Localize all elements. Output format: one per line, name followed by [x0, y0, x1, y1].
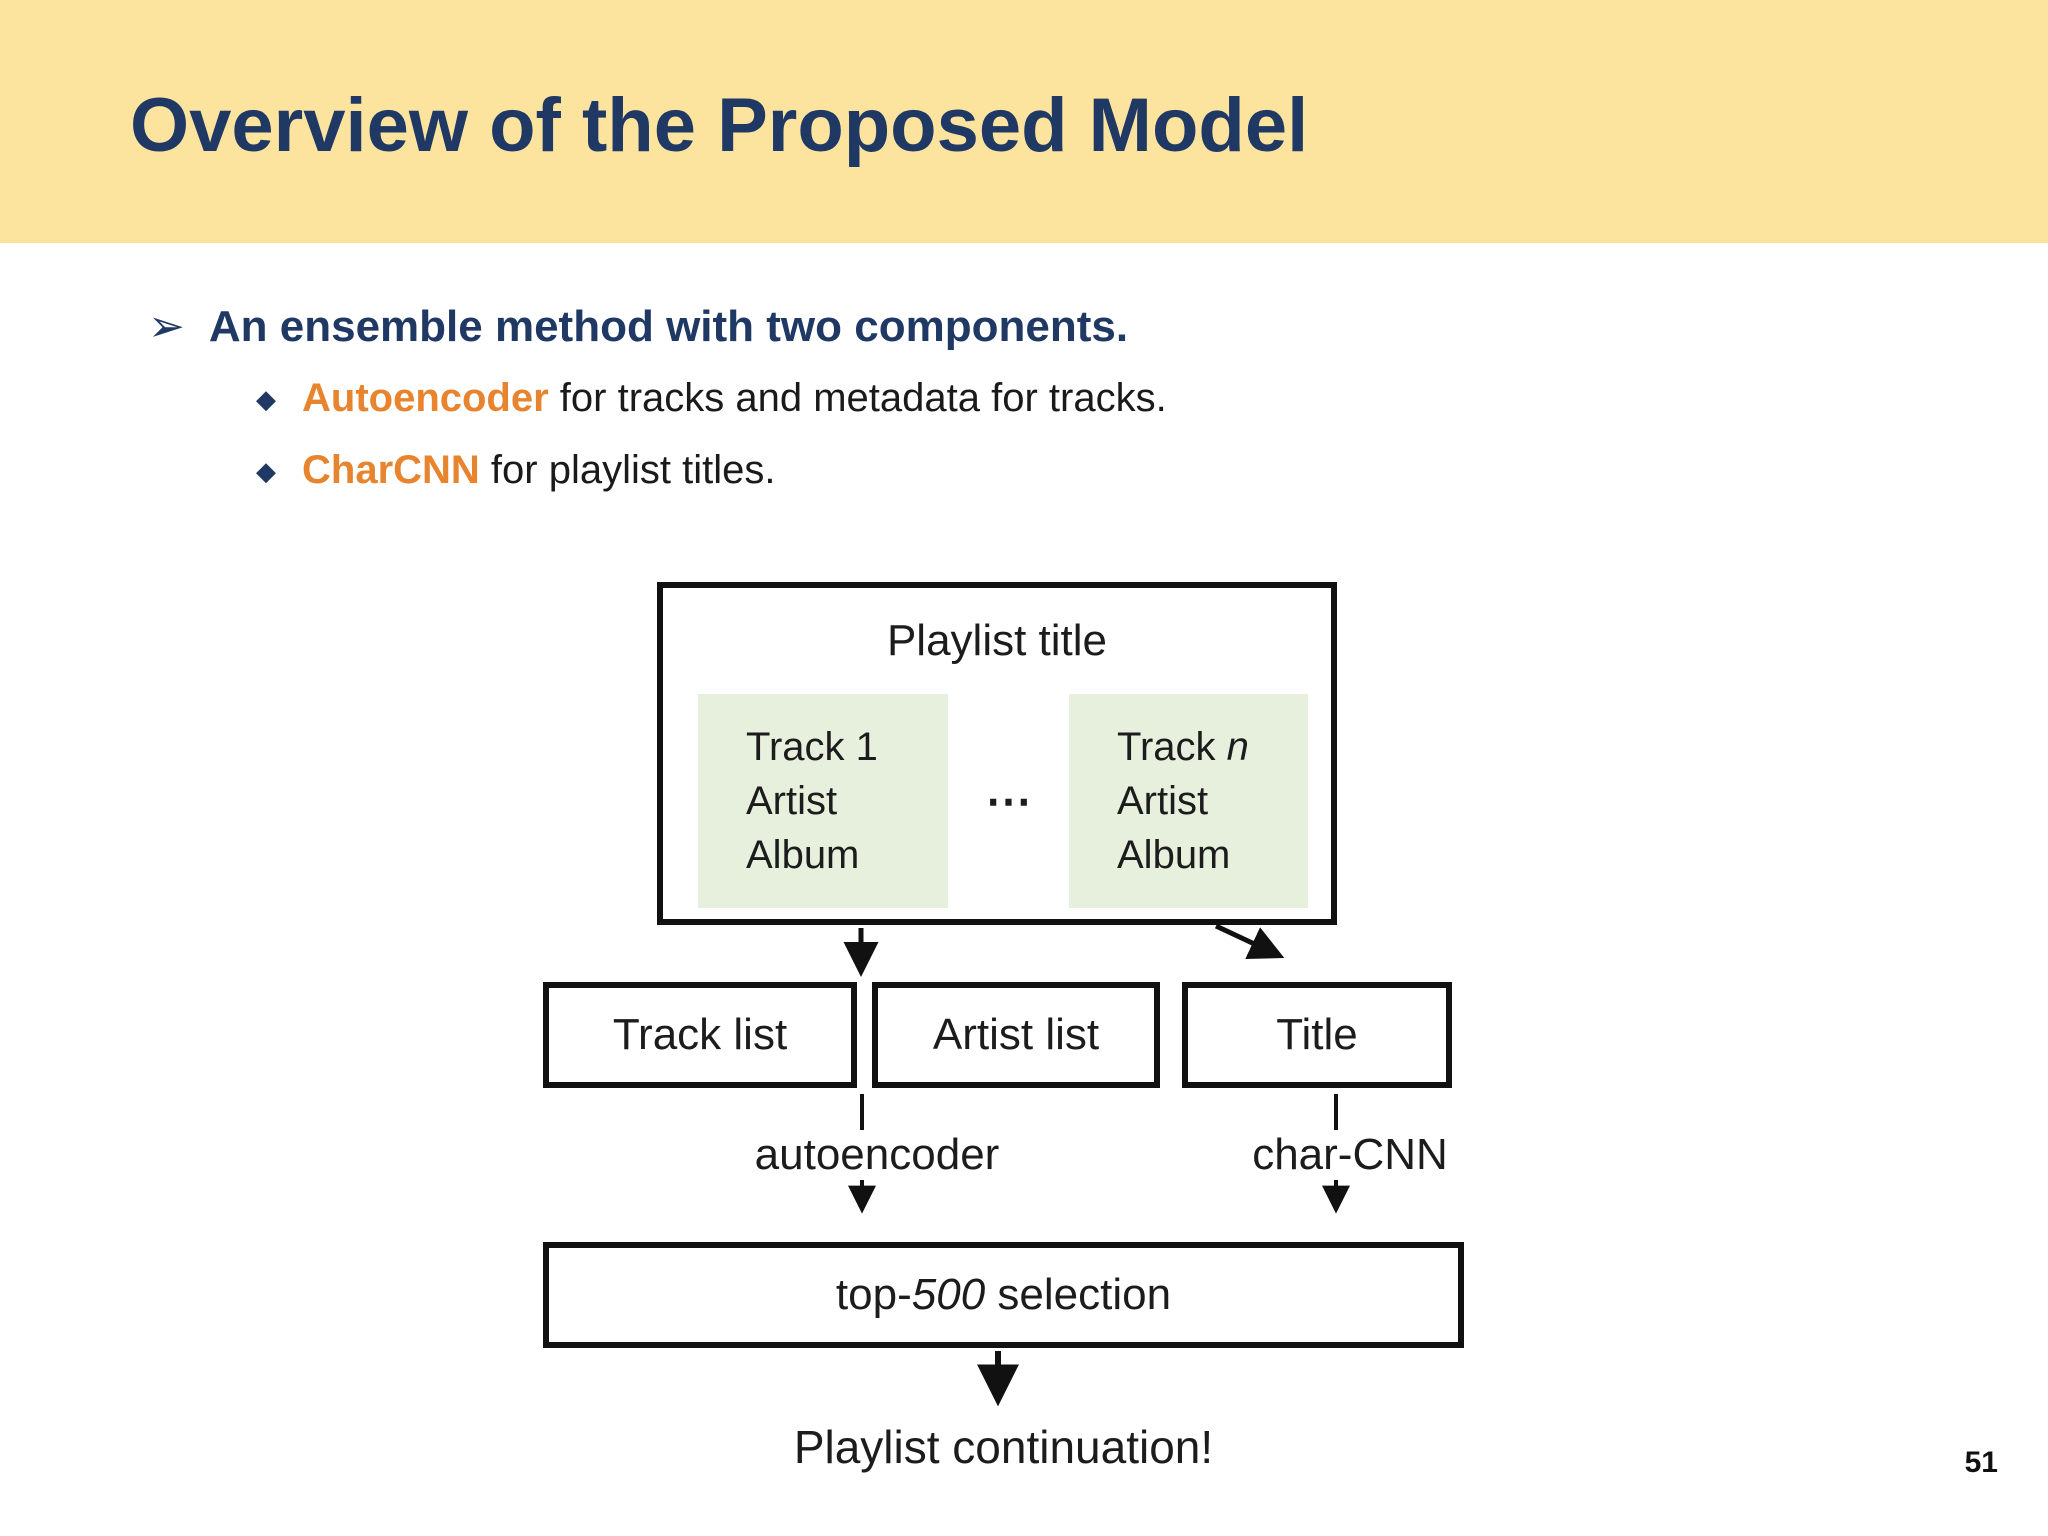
- track-line: Album: [746, 833, 860, 877]
- sub-bullet-rest: for tracks and metadata for tracks.: [548, 376, 1167, 420]
- track-line: Album: [1117, 833, 1231, 877]
- sub-bullet-text: Autoencoder for tracks and metadata for …: [302, 376, 1167, 421]
- track-list-label: Track list: [612, 1010, 788, 1059]
- page-title: Overview of the Proposed Model: [130, 83, 1309, 168]
- highlight-term: Autoencoder: [302, 376, 549, 420]
- char-cnn-label: char-CNN: [1242, 1130, 1458, 1180]
- page-number: 51: [1964, 1446, 1998, 1479]
- track-list-box: Track list: [543, 982, 857, 1088]
- main-bullet: ➢ An ensemble method with two components…: [148, 302, 1128, 352]
- track-line: Track n: [1117, 725, 1249, 769]
- highlight-term: CharCNN: [302, 448, 480, 492]
- track-line: Artist: [1117, 779, 1209, 823]
- track-first-card: Track 1 Artist Album: [698, 694, 948, 908]
- diamond-bullet-icon: ◆: [256, 455, 276, 486]
- playlist-continuation-label: Playlist continuation!: [793, 1421, 1214, 1473]
- playlist-box: Playlist title Track 1 Artist Album ⋯ Tr…: [657, 582, 1337, 925]
- ellipsis: ⋯: [985, 775, 1032, 827]
- title-box: Title: [1182, 982, 1452, 1088]
- top500-label: top-500 selection: [835, 1270, 1172, 1319]
- track-line: Track 1: [746, 725, 878, 769]
- sub-bullet-text: CharCNN for playlist titles.: [302, 448, 775, 493]
- artist-list-box: Artist list: [872, 982, 1160, 1088]
- sub-bullet-autoencoder: ◆ Autoencoder for tracks and metadata fo…: [256, 376, 1167, 421]
- arrow-bullet-icon: ➢: [148, 302, 185, 351]
- top500-italic: 500: [911, 1270, 986, 1319]
- track-n-italic: n: [1226, 725, 1249, 769]
- playlist-box-title: Playlist title: [886, 616, 1108, 665]
- autoencoder-label: autoencoder: [744, 1130, 1010, 1180]
- track-last-card: Track n Artist Album: [1069, 694, 1308, 908]
- sub-bullet-charcnn: ◆ CharCNN for playlist titles.: [256, 448, 775, 493]
- title-box-label: Title: [1276, 1010, 1358, 1059]
- header-band: [0, 0, 2048, 243]
- artist-list-label: Artist list: [932, 1010, 1100, 1059]
- diamond-bullet-icon: ◆: [256, 383, 276, 414]
- sub-bullet-rest: for playlist titles.: [479, 448, 776, 492]
- main-bullet-text: An ensemble method with two components.: [208, 302, 1129, 351]
- track-line: Artist: [746, 779, 838, 823]
- top500-selection-box: top-500 selection: [543, 1242, 1464, 1348]
